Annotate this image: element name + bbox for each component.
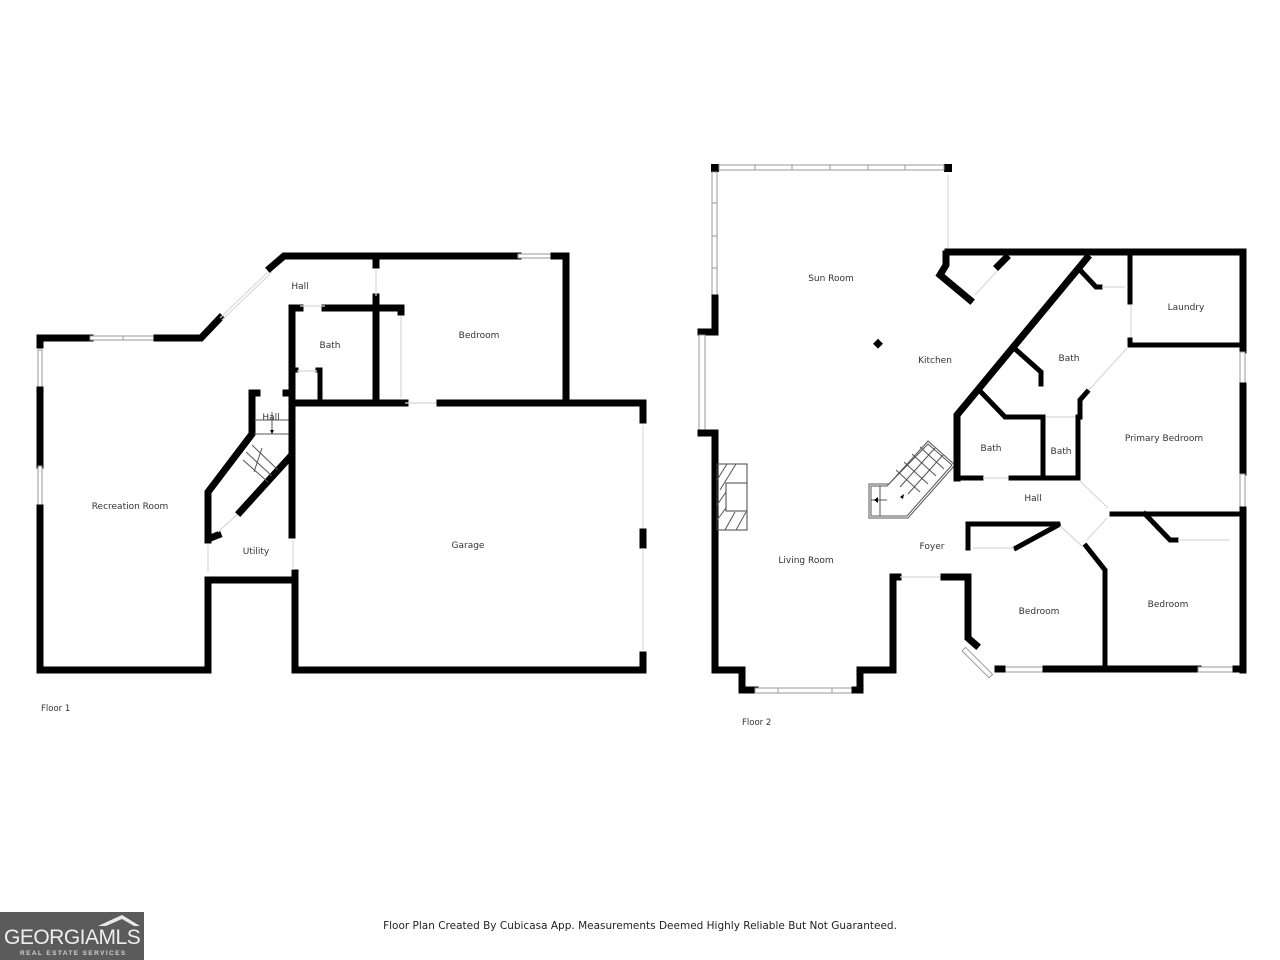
room-label-bath-primary: Bath (1059, 354, 1080, 364)
wall (204, 389, 261, 544)
window (1197, 666, 1235, 673)
floor-1-plan: Hall Bath Bedroom Hall Recreation Room U… (36, 252, 647, 714)
column (873, 338, 883, 349)
wall (944, 248, 1247, 354)
room-label-sun-room: Sun Room (808, 274, 854, 284)
window (1239, 351, 1246, 385)
wall (36, 504, 212, 674)
room-label-utility: Utility (243, 547, 270, 557)
room-label-bath-small: Bath (1051, 447, 1072, 457)
roof-icon (98, 915, 140, 926)
wall (436, 399, 647, 424)
room-label-bedroom-right: Bedroom (1148, 600, 1189, 610)
wall (36, 334, 94, 349)
wall (208, 530, 223, 542)
window (1239, 473, 1246, 509)
room-label-kitchen: Kitchen (918, 356, 952, 366)
logo-wordmark: GEORGIAMLS (4, 926, 141, 949)
room-label-bath-left: Bath (981, 444, 1002, 454)
room-label-hall: Hall (291, 282, 308, 292)
room-label-foyer: Foyer (920, 542, 945, 552)
window (711, 171, 718, 298)
wall (265, 252, 522, 273)
wall (291, 569, 647, 674)
room-label-bedroom-left: Bedroom (1019, 607, 1060, 617)
disclaimer-text: Floor Plan Created By Cubicasa App. Meas… (383, 920, 897, 932)
room-label-living-room: Living Room (778, 556, 833, 566)
stairs-floor-1 (242, 412, 290, 483)
room-label-laundry: Laundry (1168, 303, 1205, 313)
wall (153, 313, 225, 342)
logo-tagline: REAL ESTATE SERVICES (20, 950, 127, 957)
wall (953, 253, 1092, 482)
wall (935, 250, 975, 305)
window (961, 646, 994, 679)
georgia-mls-logo: GEORGIAMLS REAL ESTATE SERVICES (0, 912, 144, 960)
wall (288, 304, 304, 539)
window (1003, 666, 1047, 673)
window (718, 164, 945, 171)
floor-2-plan: Sun Room Kitchen Laundry Bath Bath Bath … (697, 164, 1247, 728)
room-label-bath: Bath (320, 341, 341, 351)
room-label-garage: Garage (452, 541, 485, 551)
wall (321, 304, 405, 316)
window (517, 253, 555, 259)
window (698, 334, 706, 431)
room-label-bedroom: Bedroom (459, 331, 500, 341)
wall (697, 294, 719, 336)
window (37, 349, 43, 389)
floor-2-label: Floor 2 (742, 718, 771, 728)
wall (962, 573, 981, 650)
room-label-hall: Hall (1024, 494, 1041, 504)
fireplace (716, 463, 748, 531)
floor-1-label: Floor 1 (41, 704, 70, 714)
wall (697, 429, 759, 694)
room-label-hall-stair: Hall (262, 413, 279, 423)
wall (851, 573, 902, 694)
wall (550, 252, 570, 407)
window (37, 465, 43, 507)
stairs-floor-2 (868, 440, 956, 519)
wall (235, 452, 295, 517)
room-label-recreation-room: Recreation Room (92, 502, 169, 512)
room-label-primary-bedroom: Primary Bedroom (1125, 434, 1203, 444)
window (754, 687, 856, 694)
